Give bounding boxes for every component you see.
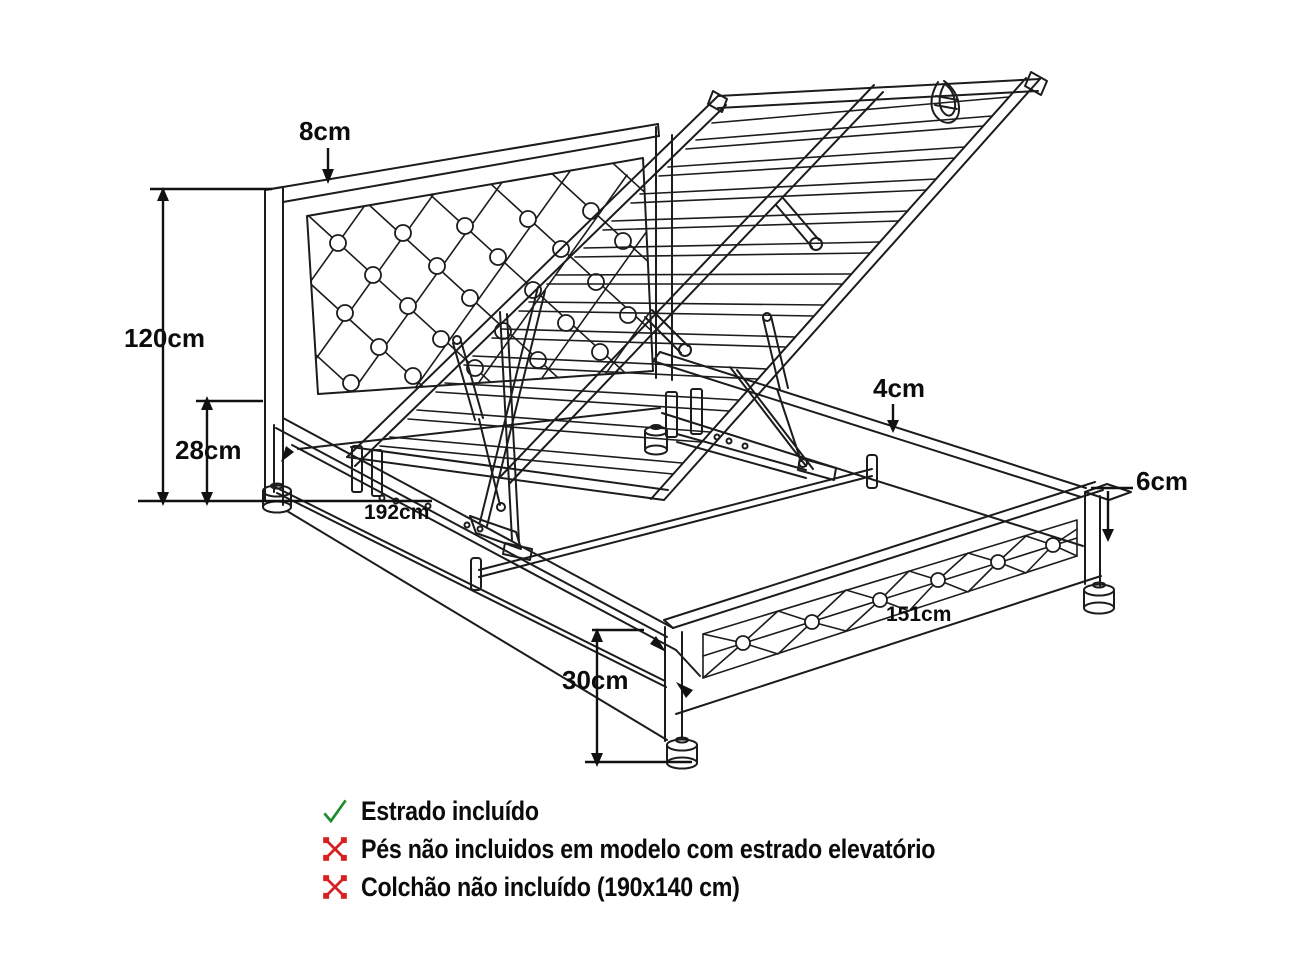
cross-icon [323, 837, 347, 861]
dim-corner-depth: 6cm [1091, 466, 1188, 542]
storage-box [273, 351, 1132, 742]
note-included-slats: Estrado incluído [322, 792, 1029, 830]
check-icon [323, 799, 347, 824]
note-mattress-not-included: Colchão não incluído (190x140 cm) [322, 868, 1029, 906]
dim-rail-thickness: 4cm [873, 373, 925, 433]
note-feet-not-included: Pés não incluidos em modelo com estrado … [322, 830, 1029, 868]
floor-crossbar [470, 454, 878, 591]
dim-frame-height-label: 28cm [175, 435, 242, 465]
dim-frame-height: 28cm [175, 396, 294, 506]
note-text: Estrado incluído [361, 795, 539, 826]
slats [379, 96, 1010, 475]
lift-handle [930, 80, 961, 124]
footboard-panel [702, 519, 1078, 679]
dim-rail-thickness-label: 4cm [873, 373, 925, 403]
dim-frame-width-label: 151cm [886, 603, 951, 626]
dim-headboard-thickness-label: 8cm [299, 116, 351, 146]
product-notes-list: Estrado incluído Pés não incluidos em mo… [322, 792, 1029, 906]
footboard-buttons [735, 537, 1061, 651]
lid-support-bars [644, 197, 823, 357]
slatted-base-lid [346, 71, 1048, 501]
dim-headboard-thickness: 8cm [299, 116, 351, 184]
headboard [264, 123, 673, 506]
note-text: Pés não incluidos em modelo com estrado … [361, 833, 936, 864]
dim-headboard-height-label: 120cm [124, 323, 205, 353]
dim-corner-depth-label: 6cm [1136, 466, 1188, 496]
dim-headboard-height: 120cm [124, 187, 432, 506]
lift-mechanism-right [665, 312, 837, 481]
dim-frame-length-label: 192cm [364, 501, 429, 524]
headboard-buttons [329, 202, 637, 392]
lift-mechanism-left [351, 286, 546, 561]
dim-footboard-height: 30cm [562, 628, 693, 767]
cross-icon [323, 875, 347, 899]
dim-footboard-height-label: 30cm [562, 665, 629, 695]
note-text: Colchão não incluído (190x140 cm) [361, 871, 740, 902]
